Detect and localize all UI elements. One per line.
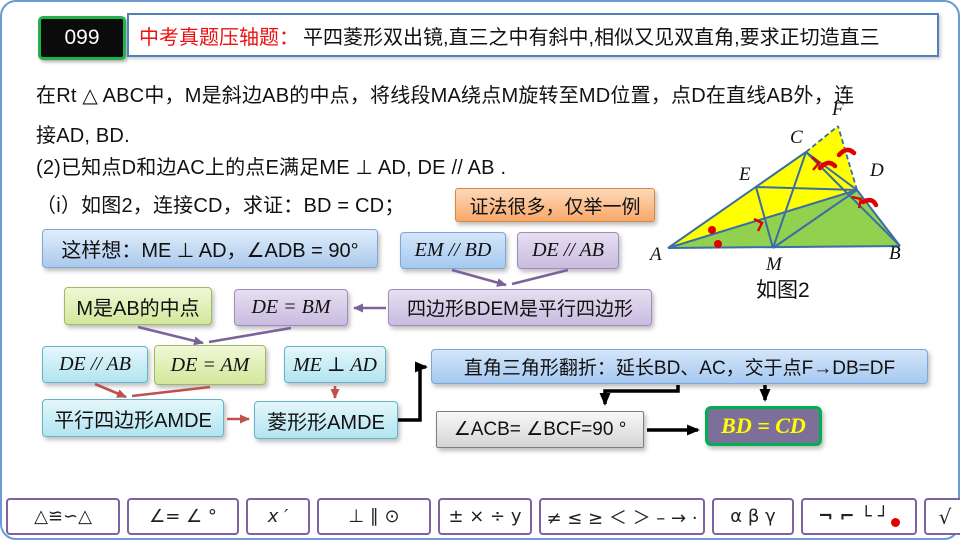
- toolbar-button-angles[interactable]: ∠= ∠ °: [127, 498, 239, 535]
- title-prefix: 中考真题压轴题：: [139, 26, 299, 49]
- problem-line-2: 接AD, BD.: [36, 125, 130, 147]
- flow-de-equals-bm: DE = BM: [234, 289, 348, 326]
- flow-quad-bdem: 四边形BDEM是平行四边形: [388, 289, 652, 326]
- problem-line-4: （i）如图2，连接CD，求证：BD = CD；: [36, 195, 405, 217]
- right-angle-glyphs: ¬ ⌐ └ ┘: [818, 506, 889, 527]
- toolbar-button-sqrt[interactable]: √: [924, 498, 960, 535]
- angle-dot-1: [708, 226, 716, 234]
- problem-number-badge: 099: [38, 16, 126, 60]
- vertex-label-M: M: [765, 254, 783, 275]
- dashed-extensions: [805, 125, 858, 191]
- flow-think-box: 这样想：ME ⊥ AD，∠ADB = 90°: [42, 229, 378, 268]
- flow-parallelogram-amde: 平行四边形AMDE: [42, 399, 224, 437]
- toolbar-button-greek[interactable]: α β γ: [712, 498, 794, 535]
- toolbar-button-operators[interactable]: ± × ÷ y: [438, 498, 532, 535]
- problem-line-3: (2)已知点D和边AC上的点E满足ME ⊥ AD, DE // AB .: [36, 157, 507, 179]
- toolbar-button-right-angle-marks[interactable]: ¬ ⌐ └ ┘: [801, 498, 917, 535]
- toolbar-button-perp-parallel-circle[interactable]: ⊥ ∥ ⊙: [317, 498, 431, 535]
- right-angle-mark-ME-AD: [753, 217, 764, 232]
- flow-de-parallel-ab-top: DE // AB: [517, 232, 619, 269]
- figure-caption: 如图2: [756, 279, 810, 302]
- title-box: 中考真题压轴题： 平四菱形双出镜,直三之中有斜中,相似又见双直角,要求正切造直三: [127, 13, 939, 57]
- vertex-label-C: C: [790, 127, 803, 148]
- vertex-label-F: F: [831, 99, 844, 120]
- flow-de-equals-am: DE = AM: [154, 345, 266, 385]
- equal-arc-mark-2: [836, 147, 857, 158]
- toolbar-button-triangles[interactable]: △≌∽△: [6, 498, 120, 535]
- symbol-toolbar: △≌∽△ ∠= ∠ ° x ′ ⊥ ∥ ⊙ ± × ÷ y ≠ ≤ ≥ ＜ ＞ …: [6, 498, 960, 535]
- flow-conclusion-box: BD = CD: [705, 406, 822, 446]
- flow-em-parallel-bd: EM // BD: [400, 232, 506, 269]
- vertex-label-A: A: [648, 244, 662, 265]
- vertex-label-D: D: [869, 160, 884, 181]
- red-marks: [753, 147, 879, 232]
- flow-me-perp-ad: ME ⊥ AD: [284, 346, 386, 383]
- toolbar-button-relations[interactable]: ≠ ≤ ≥ ＜ ＞ – → ·: [539, 498, 705, 535]
- geometry-figure: A B C D E F M: [648, 99, 901, 275]
- problem-number: 099: [64, 26, 100, 49]
- problem-line-1: 在Rt △ ABC中，M是斜边AB的中点，将线段MA绕点M旋转至MD位置，点D在…: [36, 85, 855, 107]
- flow-angles-box: ∠ACB= ∠BCF=90 °: [436, 411, 644, 448]
- hint-box: 证法很多，仅举一例: [455, 188, 655, 222]
- equal-arc-mark-3: [860, 197, 879, 208]
- title-text: 平四菱形双出镜,直三之中有斜中,相似又见双直角,要求正切造直三: [303, 26, 880, 49]
- flow-fold-box: 直角三角形翻折：延长BD、AC，交于点F→DB=DF: [431, 349, 928, 384]
- right-angle-mark-D: [851, 195, 863, 209]
- vertex-label-B: B: [889, 243, 901, 264]
- angle-dot-2: [714, 240, 722, 248]
- vertex-label-E: E: [738, 164, 751, 185]
- flow-de-parallel-ab-bottom: DE // AB: [42, 346, 148, 383]
- toolbar-button-x-prime[interactable]: x ′: [246, 498, 310, 535]
- equal-arc-mark-1: [817, 160, 838, 171]
- right-angle-mark-C: [811, 156, 821, 171]
- red-dot-icon: [890, 518, 900, 527]
- flow-rhombus-amde: 菱形形AMDE: [254, 401, 398, 439]
- flow-m-midpoint: M是AB的中点: [64, 287, 212, 325]
